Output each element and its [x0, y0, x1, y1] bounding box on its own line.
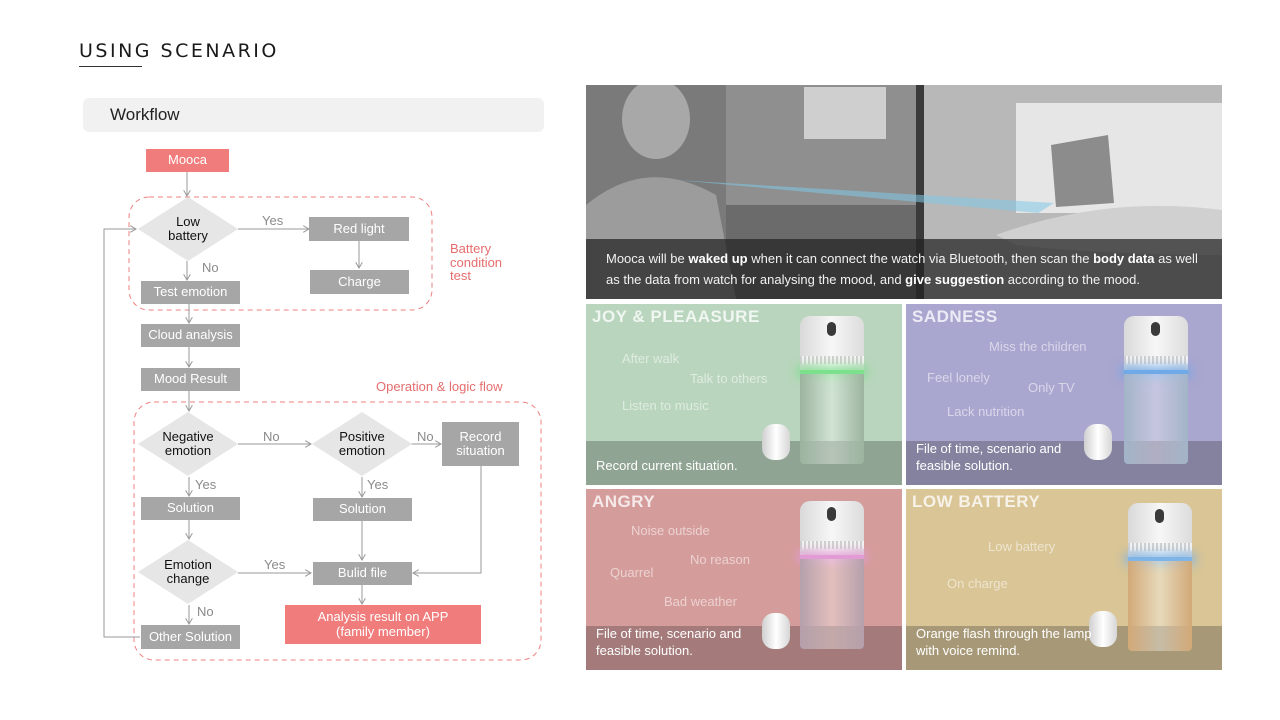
lamp-grille — [800, 356, 864, 364]
other-solution-node: Other Solution — [141, 625, 240, 649]
lamp-body — [800, 559, 864, 649]
scenario-photo: Mooca will be waked up when it can conne… — [586, 85, 1222, 299]
caption-highlight-body-data: body data — [1093, 251, 1155, 266]
panel-caption: Record current situation. — [596, 458, 738, 474]
panel-caption: File of time, scenario and feasible solu… — [916, 441, 1062, 474]
caption-part: as well as the data from watch for analy… — [606, 251, 1198, 287]
caption-highlight-give-suggestion: give suggestion — [905, 271, 1005, 287]
lamp-sensor-icon — [827, 507, 836, 521]
lamp-sensor-icon — [1151, 322, 1160, 336]
mooca-start-node: Mooca — [146, 149, 229, 172]
lamp-light-ring — [800, 555, 864, 559]
panel-keyword: Talk to others — [690, 371, 768, 386]
lamp-body — [1128, 561, 1192, 651]
operation-group-label: Operation & logic flow — [376, 379, 503, 394]
negative-emotion-decision: Negative emotion — [138, 412, 238, 476]
charge-node: Charge — [310, 270, 409, 294]
panel-angry: ANGRY Noise outside No reason Quarrel Ba… — [586, 489, 902, 670]
no-label-positive: No — [417, 429, 434, 444]
lamp-light-ring — [1124, 370, 1188, 374]
lamp-light-ring — [1128, 557, 1192, 561]
lamp-body — [1124, 374, 1188, 464]
caption-part: Mooca will be — [606, 251, 689, 266]
watch-icon — [762, 613, 790, 649]
yes-label-negative: Yes — [195, 477, 217, 492]
test-emotion-node: Test emotion — [141, 281, 240, 304]
panel-joy: JOY & PLEAASURE After walk Talk to other… — [586, 304, 902, 485]
emotion-change-label: Emotion change — [164, 557, 212, 586]
workflow-section-title: Workflow — [110, 105, 180, 124]
lamp-grille — [1128, 543, 1192, 551]
panel-keyword: After walk — [622, 351, 680, 366]
watch-icon — [1084, 424, 1112, 460]
yes-label-change: Yes — [264, 557, 286, 572]
flowchart-connectors — [103, 172, 542, 661]
build-file-node: Bulid file — [313, 562, 412, 585]
yes-label-positive: Yes — [367, 477, 389, 492]
caption-part: according to the mood. — [1004, 271, 1140, 287]
low-battery-decision: Low battery — [138, 197, 238, 261]
panel-sadness: SADNESS Miss the children Feel lonely On… — [906, 304, 1222, 485]
caption-highlight-waked-up: waked up — [688, 251, 748, 266]
analysis-result-node: Analysis result on APP (family member) — [285, 605, 481, 644]
emotion-change-decision: Emotion change — [138, 540, 238, 604]
panel-keyword: Lack nutrition — [947, 404, 1025, 419]
no-label-change: No — [197, 604, 214, 619]
panel-keyword: Low battery — [988, 539, 1056, 554]
panel-keyword: Listen to music — [622, 398, 709, 413]
caption-part: when it can connect the watch via Blueto… — [747, 251, 1094, 266]
panel-keyword: Quarrel — [610, 565, 654, 580]
lamp-sensor-icon — [1155, 509, 1164, 523]
title-underline — [79, 66, 142, 67]
lamp-body — [800, 374, 864, 464]
page-title: USING SCENARIO — [79, 40, 279, 62]
negative-emotion-label: Negative emotion — [162, 429, 214, 458]
photo-caption-bar: Mooca will be waked up when it can conne… — [586, 239, 1222, 299]
lamp-grille — [1124, 356, 1188, 364]
watch-icon — [1089, 611, 1117, 647]
panel-caption: File of time, scenario and feasible solu… — [596, 626, 742, 659]
panel-keyword: No reason — [690, 552, 750, 567]
panel-title: SADNESS — [912, 307, 998, 326]
operation-group-outline — [133, 401, 542, 661]
mood-result-node: Mood Result — [141, 368, 240, 391]
panel-keyword: Feel lonely — [927, 370, 990, 385]
battery-group-outline — [128, 196, 433, 311]
panel-keyword: Miss the children — [989, 339, 1087, 354]
solution-right-node: Solution — [313, 498, 412, 521]
lamp-light-ring — [800, 370, 864, 374]
no-label-battery: No — [202, 260, 219, 275]
red-light-node: Red light — [309, 217, 409, 241]
lamp-grille — [800, 541, 864, 549]
workflow-section-bar: Workflow — [83, 98, 544, 132]
panel-title: JOY & PLEAASURE — [592, 307, 760, 326]
panel-title: LOW BATTERY — [912, 492, 1041, 511]
watch-icon — [762, 424, 790, 460]
yes-label-battery: Yes — [262, 213, 284, 228]
lamp-sensor-icon — [827, 322, 836, 336]
panel-keyword: On charge — [947, 576, 1008, 591]
record-situation-node: Record situation — [442, 422, 519, 466]
panel-low-battery: LOW BATTERY Low battery On charge Orange… — [906, 489, 1222, 670]
panel-title: ANGRY — [592, 492, 656, 511]
scenario-photo-illustration — [586, 85, 1222, 299]
cloud-analysis-node: Cloud analysis — [141, 324, 240, 347]
photo-caption: Mooca will be waked up when it can conne… — [606, 249, 1206, 291]
panel-keyword: Bad weather — [664, 594, 737, 609]
panel-keyword: Only TV — [1028, 380, 1075, 395]
positive-emotion-label: Positive emotion — [338, 429, 386, 458]
no-label-negative: No — [263, 429, 280, 444]
battery-group-label: Battery condition test — [450, 241, 503, 284]
solution-left-node: Solution — [141, 497, 240, 520]
panel-keyword: Noise outside — [631, 523, 710, 538]
panel-caption: Orange flash through the lamp with voice… — [916, 626, 1092, 659]
positive-emotion-decision: Positive emotion — [312, 412, 412, 476]
low-battery-label: Low battery — [168, 214, 208, 243]
